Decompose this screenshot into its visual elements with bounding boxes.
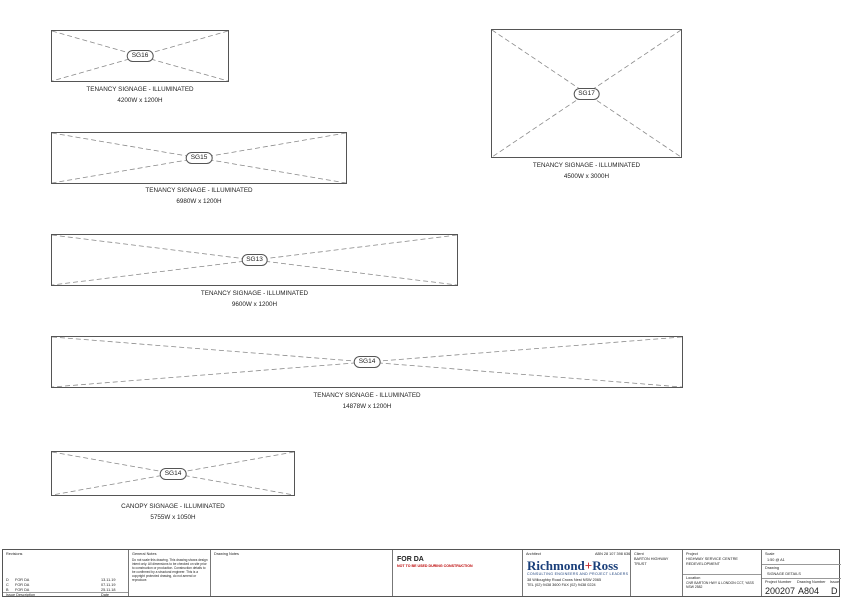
title-block: Revisions D FOR DA 13.11.19 C FOR DA 07.… bbox=[2, 549, 841, 597]
revision-date: 25.11.18 bbox=[101, 588, 116, 592]
sign-caption-title: TENANCY SIGNAGE - ILLUMINATED bbox=[313, 392, 421, 399]
issue-column-label: Issue bbox=[830, 580, 840, 584]
firm-logo-plus: + bbox=[584, 558, 593, 573]
sign-caption-size: 4200W x 1200H bbox=[117, 97, 163, 104]
sign-caption-title: TENANCY SIGNAGE - ILLUMINATED bbox=[145, 187, 253, 194]
revisions-cell: Revisions D FOR DA 13.11.19 C FOR DA 07.… bbox=[3, 550, 129, 597]
sign-caption-size: 4500W x 3000H bbox=[563, 173, 610, 180]
project-number-label: Project Number bbox=[765, 580, 792, 584]
status-warning: NOT TO BE USED DURING CONSTRUCTION bbox=[397, 564, 473, 568]
revision-desc: FOR DA bbox=[15, 588, 30, 592]
revision-rev: B bbox=[6, 588, 9, 592]
scale-value: 1:50 @ A1 bbox=[767, 558, 785, 562]
firm-logo-part1: Richmond bbox=[527, 558, 585, 573]
architect-label: Architect bbox=[526, 552, 541, 556]
abn-text: ABN 28 107 398 636 bbox=[595, 552, 631, 556]
general-notes-cell: General Notes Do not scale this drawing.… bbox=[129, 550, 211, 596]
sign-sg14-panel: SG14 bbox=[51, 336, 683, 388]
status-label: FOR DA bbox=[397, 556, 424, 563]
sign-caption: TENANCY SIGNAGE - ILLUMINATED 6980W x 12… bbox=[51, 187, 347, 206]
status-cell: FOR DA NOT TO BE USED DURING CONSTRUCTIO… bbox=[393, 550, 523, 596]
sign-sg15-panel: SG15 bbox=[51, 132, 347, 184]
sign-caption: CANOPY SIGNAGE - ILLUMINATED 5755W x 105… bbox=[51, 503, 295, 522]
revisions-label: Revisions bbox=[6, 552, 23, 556]
firm-phone: TEL (02) 9438 3600 FAX (02) 9438 0224 bbox=[527, 583, 596, 587]
sign-caption-size: 14878W x 1200H bbox=[342, 403, 392, 410]
location-text: CNR BARTON HWY & LONDON CCT, YASS NSW 25… bbox=[686, 581, 754, 590]
project-label: Project bbox=[686, 552, 698, 556]
drawing-label: Drawing bbox=[765, 566, 779, 570]
sign-caption-size: 9600W x 1200H bbox=[231, 301, 278, 308]
project-number: 200207 bbox=[765, 586, 796, 596]
drawing-number: A804 bbox=[798, 586, 820, 596]
general-notes-text: Do not scale this drawing. This drawing … bbox=[132, 558, 208, 582]
sign-id-tag: SG15 bbox=[185, 152, 213, 164]
firm-tagline: CONSULTING ENGINEERS AND PROJECT LEADERS bbox=[527, 572, 629, 576]
project-cell: Project HIGHWAY SERVICE CENTRE REDEVELOP… bbox=[683, 550, 762, 596]
divider bbox=[762, 578, 841, 579]
sign-caption-title: TENANCY SIGNAGE - ILLUMINATED bbox=[200, 290, 309, 297]
revision-rev: D bbox=[6, 578, 9, 582]
drawing-title: SIGNAGE DETAILS bbox=[767, 572, 801, 576]
sign-caption-title: CANOPY SIGNAGE - ILLUMINATED bbox=[121, 503, 225, 510]
client-label: Client bbox=[634, 552, 644, 556]
sign-sg13-panel: SG13 bbox=[51, 234, 458, 286]
general-notes-label: General Notes bbox=[132, 552, 157, 556]
client-name: BARTON HIGHWAY TRUST bbox=[634, 557, 669, 566]
divider bbox=[683, 574, 761, 575]
sign-sg16-panel: SG16 bbox=[51, 30, 229, 82]
firm-logo-part2: Ross bbox=[592, 558, 619, 573]
divider bbox=[3, 592, 128, 593]
issue-letter: D bbox=[831, 586, 838, 596]
revision-date: 13.11.19 bbox=[101, 578, 116, 582]
sign-id-tag: SG14 bbox=[353, 356, 381, 368]
firm-logo: Richmond+Ross bbox=[527, 558, 618, 574]
sign-caption-title: TENANCY SIGNAGE - ILLUMINATED bbox=[86, 86, 194, 93]
revision-rev: C bbox=[6, 583, 9, 587]
revision-desc: FOR DA bbox=[15, 583, 30, 587]
architect-cell: Architect ABN 28 107 398 636 Richmond+Ro… bbox=[523, 550, 631, 596]
scale-label: Scale bbox=[765, 552, 775, 556]
sign-sg14-canopy-panel: SG14 bbox=[51, 451, 295, 496]
sign-cross-lines bbox=[52, 133, 346, 183]
sign-caption: TENANCY SIGNAGE - ILLUMINATED 9600W x 12… bbox=[51, 290, 458, 309]
sign-caption: TENANCY SIGNAGE - ILLUMINATED 4500W x 30… bbox=[491, 162, 682, 181]
date-label: Date bbox=[101, 593, 110, 597]
sign-id-tag: SG16 bbox=[126, 50, 154, 62]
sign-id-tag: SG14 bbox=[159, 467, 187, 480]
drawing-number-label: Drawing Number bbox=[797, 580, 826, 584]
sign-cross-lines bbox=[52, 337, 682, 387]
firm-address: 38 Willoughby Road Crows Nest NSW 2065 bbox=[527, 578, 602, 582]
location-label: Location bbox=[686, 576, 701, 580]
sign-caption: TENANCY SIGNAGE - ILLUMINATED 14878W x 1… bbox=[51, 392, 683, 411]
sign-id-tag: SG13 bbox=[241, 254, 268, 266]
sign-id-tag: SG17 bbox=[573, 87, 600, 100]
project-name: HIGHWAY SERVICE CENTRE REDEVELOPMENT bbox=[686, 557, 738, 566]
sign-caption: TENANCY SIGNAGE - ILLUMINATED 4200W x 12… bbox=[51, 86, 229, 105]
sign-sg17-panel: SG17 bbox=[491, 29, 682, 158]
sign-caption-size: 5755W x 1050H bbox=[150, 514, 196, 521]
sign-caption-size: 6980W x 1200H bbox=[176, 198, 222, 205]
sign-cross-lines bbox=[52, 235, 457, 285]
revision-desc: FOR DA bbox=[15, 578, 30, 582]
revision-date: 07.11.19 bbox=[101, 583, 116, 587]
sign-caption-title: TENANCY SIGNAGE - ILLUMINATED bbox=[532, 162, 641, 169]
divider bbox=[762, 564, 841, 565]
issue-description-label: Issue Description bbox=[6, 593, 36, 597]
drawing-notes-cell: Drawing Notes bbox=[211, 550, 393, 596]
client-cell: Client BARTON HIGHWAY TRUST bbox=[631, 550, 683, 596]
drawing-notes-label: Drawing Notes bbox=[214, 552, 239, 556]
drawing-info-cell: Scale 1:50 @ A1 Drawing SIGNAGE DETAILS … bbox=[762, 550, 841, 596]
